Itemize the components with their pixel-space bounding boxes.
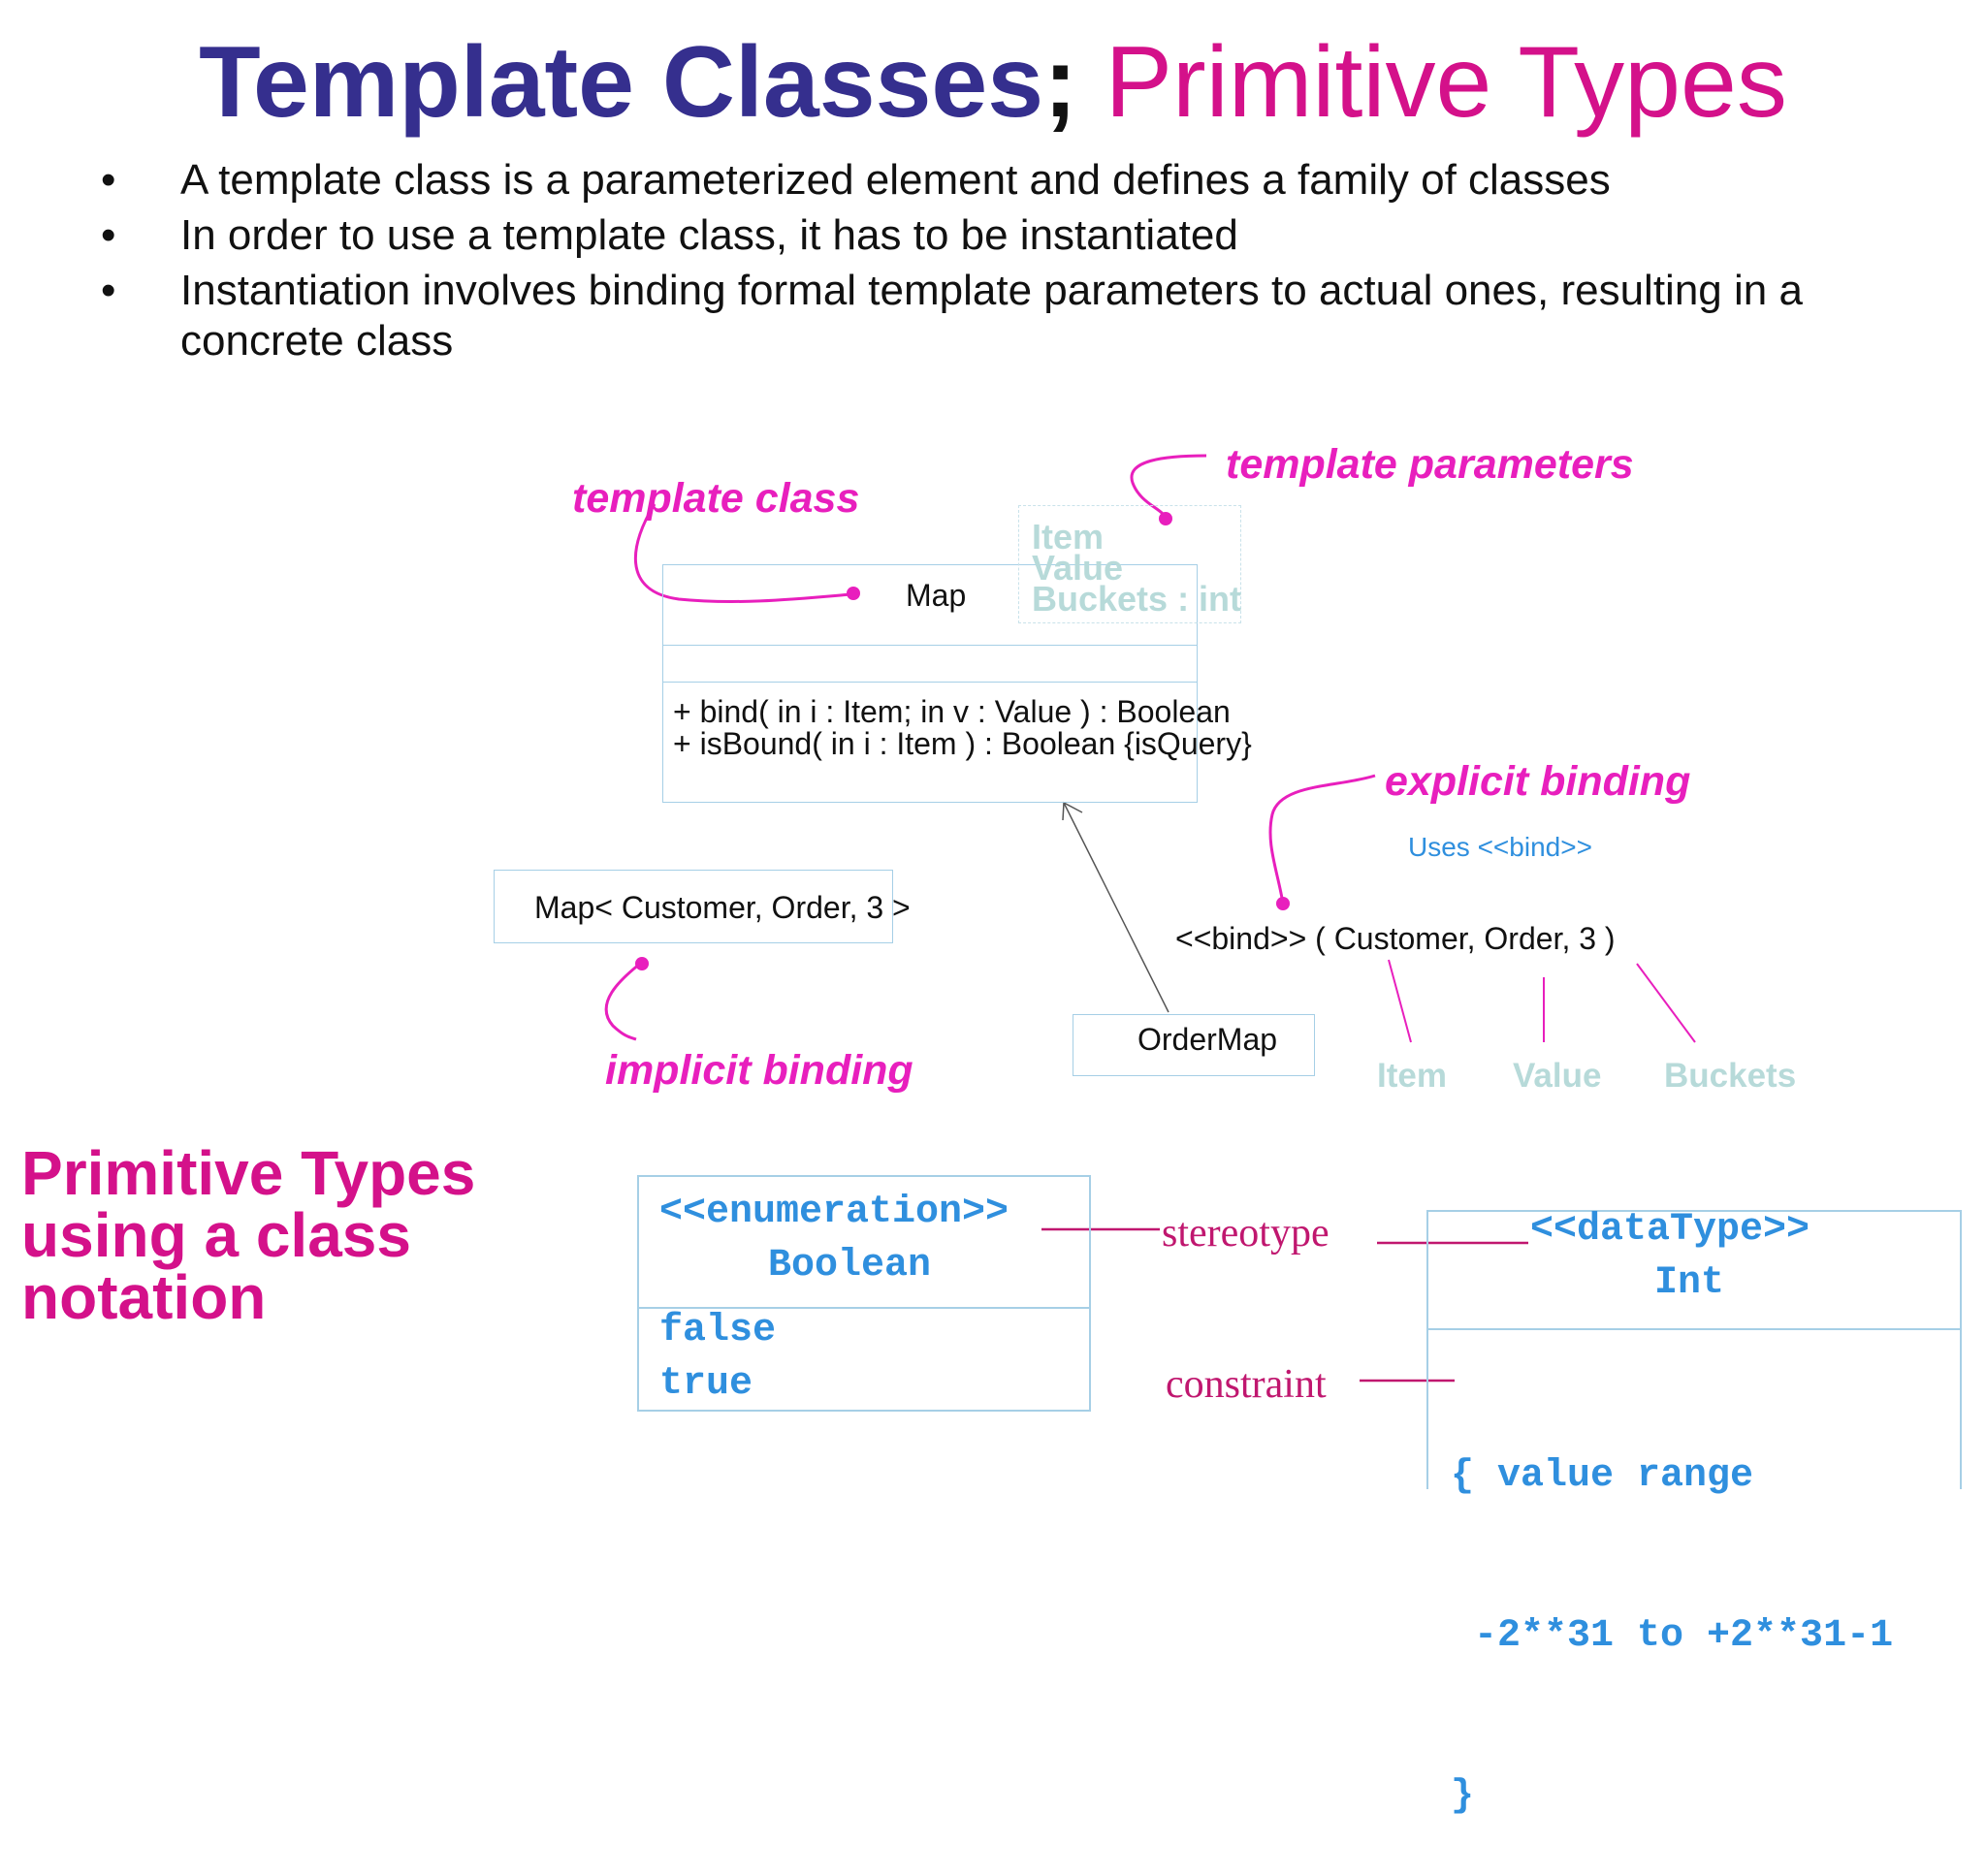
compartment-divider [663,645,1197,646]
implicit-binding-pointer [604,962,641,1041]
constraint-line-3: } [1451,1774,1475,1818]
compartment-divider [1428,1328,1960,1330]
boolean-stereotype: <<enumeration>> [659,1191,1009,1234]
diagram-connectors [604,454,1696,1383]
title-part-template-classes: Template Classes [199,26,1044,139]
int-type-name: Int [1654,1261,1725,1305]
map-class-name: Map [906,578,967,613]
bind-expression: <<bind>> ( Customer, Order, 3 ) [1175,921,1616,956]
boolean-enumeration-box [637,1175,1091,1412]
template-parameters-dot [1159,512,1172,525]
bullet-dot: • [101,266,116,314]
template-parameters-label: template parameters [1226,441,1634,488]
page-title: Template Classes; Primitive Types [0,27,1986,138]
template-param-item: Item [1032,517,1105,556]
primitive-types-heading: Primitive Types using a class notation [21,1138,476,1332]
operation-isbound: + isBound( in i : Item ) : Boolean {isQu… [673,726,1252,761]
constraint-label: constraint [1166,1362,1327,1407]
boolean-type-name: Boolean [768,1244,932,1288]
bind-line-buckets [1636,963,1696,1043]
template-parameters-list: Item Value Buckets : int [1032,517,1242,619]
implicit-bound-class-name: Map< Customer, Order, 3 > [534,890,911,925]
bullet-text: In order to use a template class, it has… [180,210,1238,259]
operation-bind: + bind( in i : Item; in v : Value ) : Bo… [673,694,1231,729]
bullet-dot: • [101,210,116,259]
explicit-binding-dot [1276,897,1290,910]
template-class-dot [847,587,860,600]
ordermap-to-map-arrow [1063,802,1169,1013]
int-stereotype: <<dataType>> [1530,1208,1810,1252]
bullet-text: A template class is a parameterized elem… [180,156,1611,204]
int-datatype-box [1426,1210,1962,1489]
map-operations: + bind( in i : Item; in v : Value ) : Bo… [673,696,1252,760]
bind-line-item [1388,959,1412,1043]
uses-bind-label: Uses <<bind>> [1408,832,1592,862]
bind-param-value: Value [1513,1057,1602,1095]
bullet-item: • A template class is a parameterized ele… [97,155,1939,207]
template-class-pointer [633,503,852,604]
bullet-dot: • [101,156,116,204]
int-constraint: { value range -2**31 to +2**31-1 } [1451,1343,1893,1876]
template-class-label: template class [572,475,860,522]
bullet-text: concrete class [180,317,454,366]
constraint-line-1: { value range [1451,1454,1754,1498]
bullet-item-continuation: concrete class [97,316,1939,367]
compartment-divider [663,682,1197,683]
template-param-value: Value [1032,548,1124,588]
template-param-buckets: Buckets : int [1032,579,1242,619]
ordermap-class-box [1073,1014,1315,1076]
implicit-binding-label: implicit binding [605,1047,913,1094]
constraint-line-2: -2**31 to +2**31-1 [1451,1614,1894,1658]
explicit-binding-label: explicit binding [1385,758,1691,805]
boolean-literal-false: false [659,1309,777,1352]
bullet-list: • A template class is a parameterized ele… [97,155,1939,371]
explicit-binding-pointer [1268,774,1376,905]
bullet-text: Instantiation involves binding formal te… [180,266,1803,314]
bullet-item: • In order to use a template class, it ha… [97,210,1939,262]
map-class-box [662,564,1198,803]
compartment-divider [639,1307,1089,1309]
arrowhead [1062,801,1083,821]
stereotype-label: stereotype [1162,1211,1329,1256]
implicit-bound-class-box [494,870,893,943]
boolean-literal-true: true [659,1362,753,1406]
bullet-item: • Instantiation involves binding formal t… [97,266,1939,317]
bind-param-item: Item [1377,1057,1447,1095]
title-part-primitive-types: Primitive Types [1105,26,1787,139]
bind-param-buckets: Buckets [1664,1057,1797,1095]
ordermap-class-name: OrderMap [1137,1022,1278,1057]
template-parameters-box [1018,505,1241,623]
implicit-binding-dot [635,957,649,970]
title-separator: ; [1043,26,1077,139]
template-parameters-pointer [1130,454,1207,520]
